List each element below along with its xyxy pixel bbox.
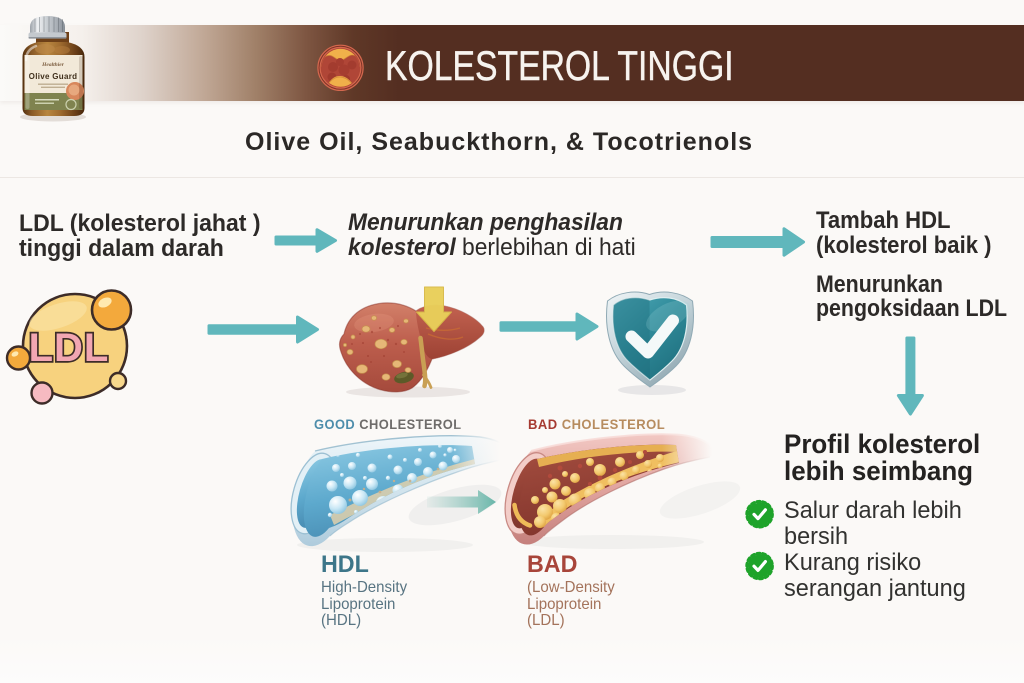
svg-text:LDL: LDL xyxy=(29,326,110,370)
svg-text:Olive Guard: Olive Guard xyxy=(29,72,78,81)
svg-text:Healthier: Healthier xyxy=(41,62,65,68)
